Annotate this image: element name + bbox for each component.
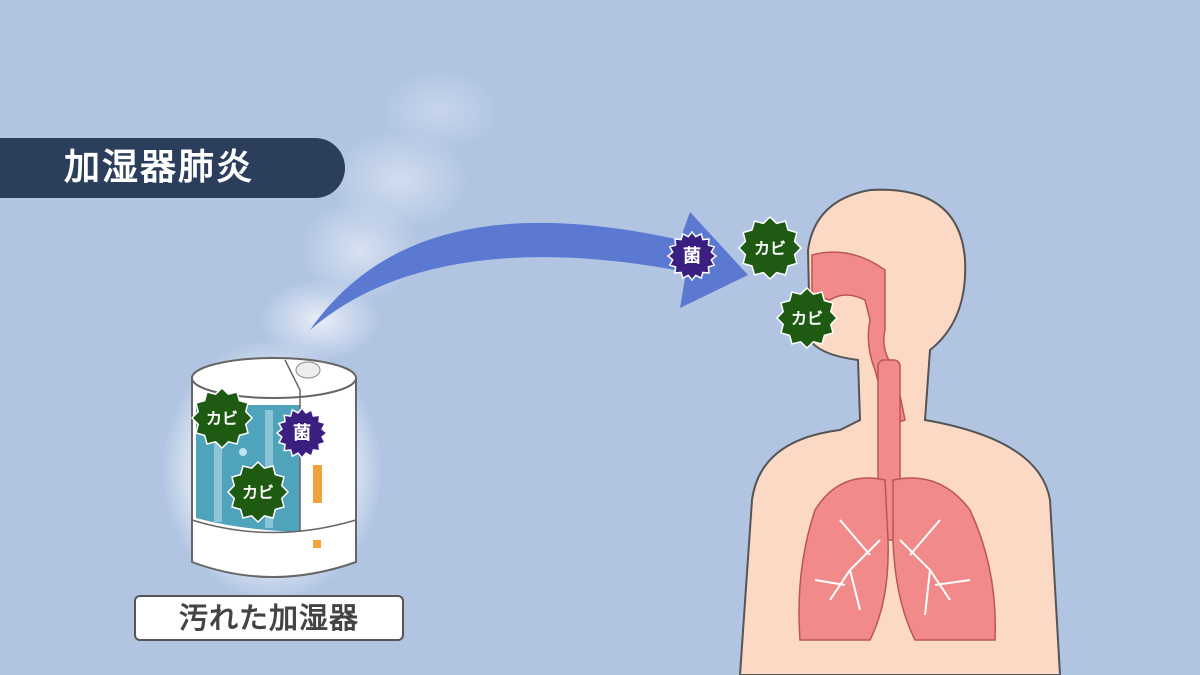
badge-label: 菌 — [293, 423, 311, 444]
badge-label: カビ — [206, 409, 238, 428]
badge-label: カビ — [754, 239, 786, 258]
humidifier-caption: 汚れた加湿器 — [134, 595, 404, 641]
transmission-arrow — [310, 212, 748, 330]
badge-shape — [666, 230, 718, 282]
badge-label: カビ — [791, 309, 823, 328]
badge-label: 菌 — [683, 246, 701, 267]
mist — [260, 70, 500, 360]
bacteria-badge: 菌 — [666, 230, 718, 282]
badge-shape — [737, 215, 803, 281]
title-band — [0, 138, 345, 198]
badge-shape — [226, 460, 290, 524]
badge-shape — [275, 406, 329, 460]
mold-badge: カビ — [737, 215, 803, 281]
mold-badge: カビ — [775, 286, 839, 350]
mold-badge: カビ — [226, 460, 290, 524]
mold-badge: カビ — [190, 386, 254, 450]
badge-shape — [190, 386, 254, 450]
bacteria-badge: 菌 — [275, 406, 329, 460]
page-title: 加湿器肺炎 — [64, 147, 255, 188]
badge-shape — [775, 286, 839, 350]
badge-label: カビ — [242, 483, 274, 502]
